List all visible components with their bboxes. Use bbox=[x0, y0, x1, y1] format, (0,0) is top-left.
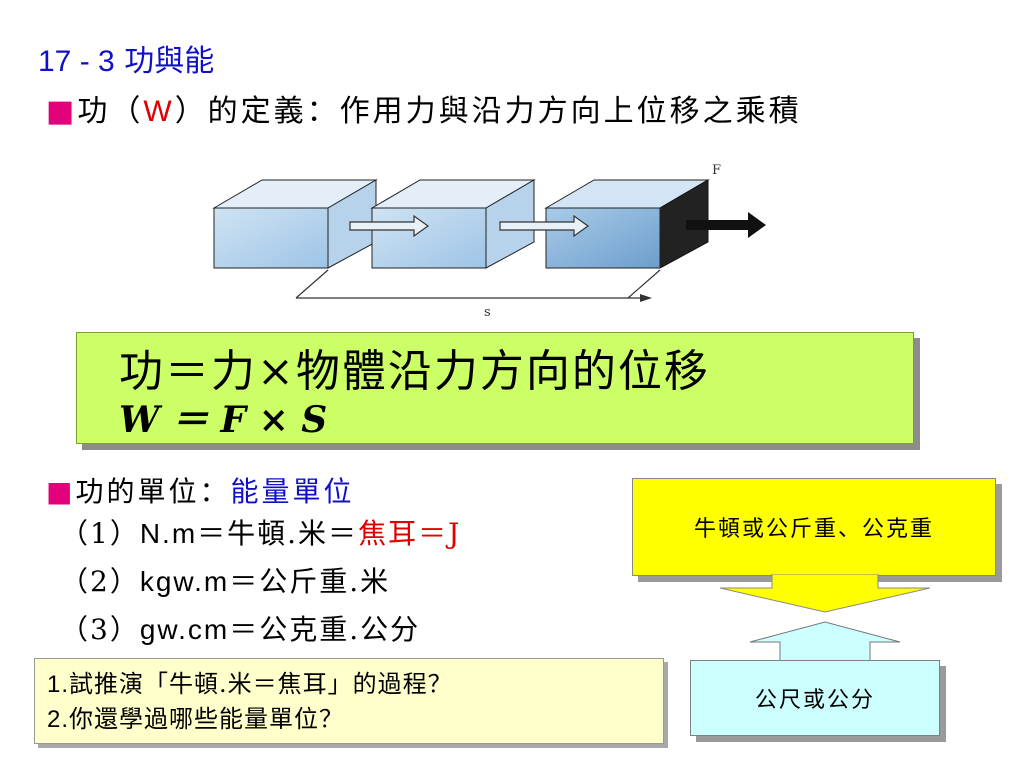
work-symbol: W bbox=[143, 95, 175, 128]
units-heading: ■功的單位：能量單位 bbox=[46, 470, 355, 510]
combine-arrow-icon bbox=[720, 574, 930, 664]
unit-symbol: N.m bbox=[139, 518, 198, 549]
unit-equivalent: ＝公斤重.米 bbox=[229, 565, 391, 598]
question-number: 1. bbox=[47, 671, 70, 698]
section-title: 17 - 3 功與能 bbox=[38, 36, 214, 80]
question-2: 2.你還學過哪些能量單位？ bbox=[47, 702, 651, 737]
question-1: 1.試推演「牛頓.米＝焦耳」的過程？ bbox=[47, 667, 651, 702]
force-label: F bbox=[712, 163, 721, 178]
unit-equivalent: ＝公克重.公分 bbox=[229, 613, 421, 646]
section-number: 17 - 3 bbox=[38, 45, 115, 78]
unit-symbol: gw.cm bbox=[139, 614, 230, 645]
bullet-icon: ■ bbox=[46, 94, 78, 129]
question-text: 試推演「牛頓.米＝焦耳」的過程？ bbox=[69, 670, 453, 698]
unit-row-number: （1） bbox=[60, 517, 140, 550]
definition-prefix: 功（ bbox=[77, 94, 144, 129]
section-title-text: 功與能 bbox=[124, 44, 215, 79]
unit-row: （1）N.m＝牛頓.米＝焦耳＝J bbox=[60, 512, 461, 552]
definition-text: ）的定義：作用力與沿力方向上位移之乘積 bbox=[174, 94, 802, 129]
bullet-icon: ■ bbox=[46, 475, 76, 508]
units-heading-text: 功的單位： bbox=[75, 475, 231, 508]
displacement-arrow-icon bbox=[295, 269, 661, 302]
unit-row-number: （2） bbox=[60, 565, 140, 598]
unit-row: （3）gw.cm＝公克重.公分 bbox=[60, 608, 420, 648]
work-definition: ■功（W）的定義：作用力與沿力方向上位移之乘積 bbox=[46, 86, 802, 130]
question-box: 1.試推演「牛頓.米＝焦耳」的過程？ 2.你還學過哪些能量單位？ bbox=[34, 658, 664, 744]
unit-equivalent: ＝牛頓.米＝ bbox=[197, 517, 359, 550]
force-arrow-icon bbox=[686, 212, 766, 238]
question-text: 你還學過哪些能量單位？ bbox=[69, 705, 345, 733]
block-final bbox=[544, 179, 710, 269]
block-initial bbox=[212, 179, 378, 269]
force-units-callout: 牛頓或公斤重、公克重 bbox=[632, 478, 996, 576]
question-number: 2. bbox=[47, 706, 70, 733]
formula-chinese: 功＝力×物體沿力方向的位移 bbox=[119, 346, 710, 397]
formula-symbolic: W ＝ F × S bbox=[119, 399, 328, 441]
unit-highlight: 焦耳＝J bbox=[358, 517, 462, 550]
unit-symbol: kgw.m bbox=[139, 566, 230, 597]
distance-units-callout: 公尺或公分 bbox=[690, 660, 940, 736]
unit-row: （2）kgw.m＝公斤重.米 bbox=[60, 560, 390, 600]
motion-arrow-icon bbox=[349, 214, 430, 238]
unit-row-number: （3） bbox=[60, 613, 140, 646]
motion-arrow-icon bbox=[499, 214, 590, 238]
units-heading-highlight: 能量單位 bbox=[230, 475, 355, 508]
displacement-label: s bbox=[484, 305, 491, 320]
formula-box: 功＝力×物體沿力方向的位移 W ＝ F × S bbox=[76, 332, 914, 444]
displacement-diagram: F s bbox=[212, 163, 766, 320]
